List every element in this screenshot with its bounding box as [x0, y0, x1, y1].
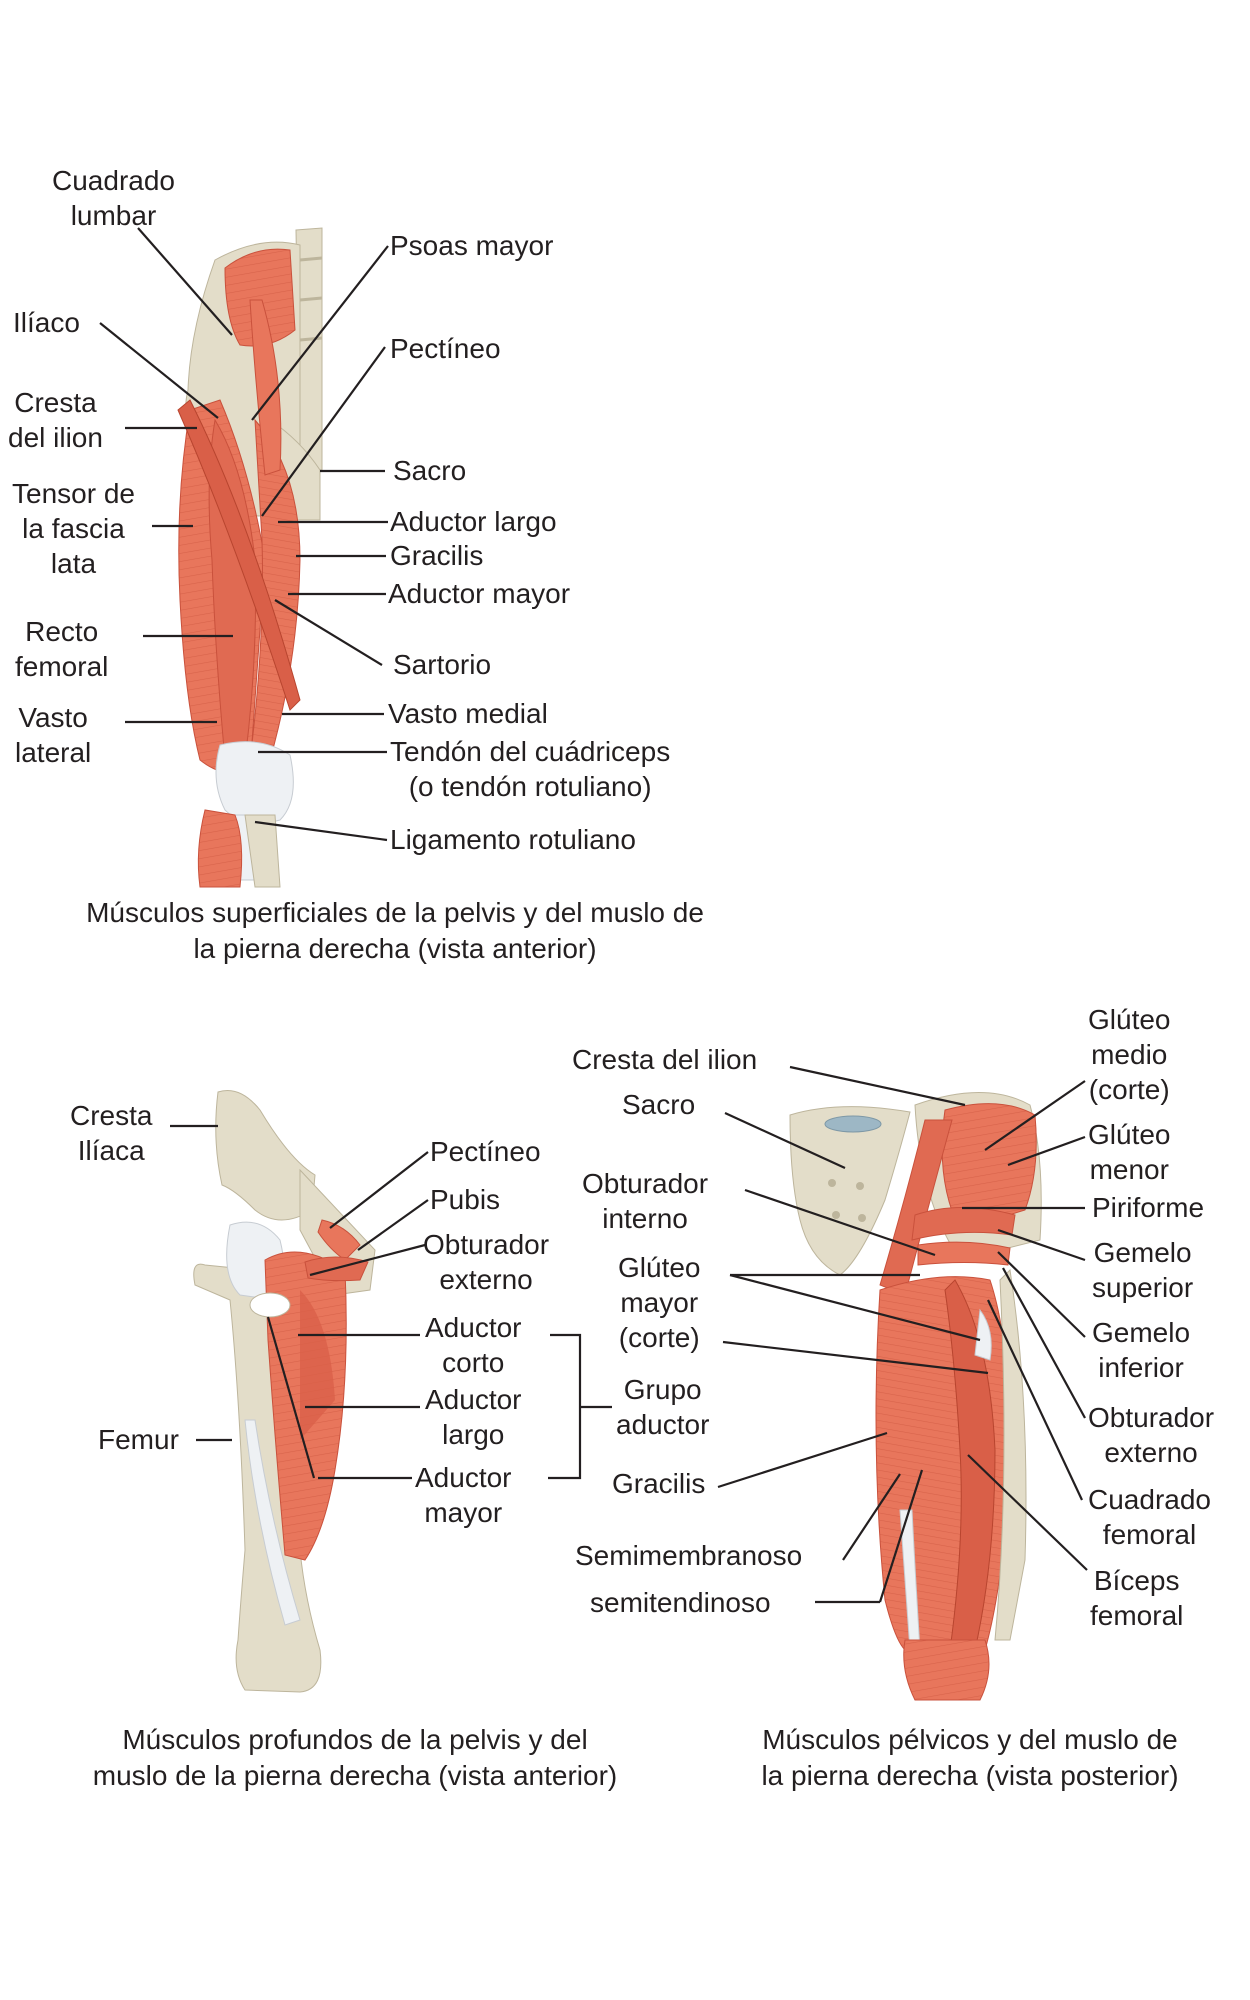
label-vasto-medial: Vasto medial — [388, 698, 548, 729]
posterior-leader-lines — [717, 1065, 1088, 1604]
label-pubis: Pubis — [430, 1184, 501, 1215]
posterior-leg-art — [789, 1092, 1042, 1701]
label-iliaco: Ilíaco — [13, 307, 80, 338]
label-psoas-mayor: Psoas mayor — [390, 230, 554, 261]
label-sartorio: Sartorio — [393, 649, 492, 680]
label-semitendinoso: semitendinoso — [590, 1587, 771, 1618]
label-piriforme: Piriforme — [1092, 1192, 1205, 1223]
label-semimembranoso: Semimembranoso — [575, 1540, 803, 1571]
label-gracilis-post: Gracilis — [612, 1468, 706, 1499]
caption-superficial: Músculos superficiales de la pelvis y de… — [86, 897, 704, 964]
label-ligamento-rotuliano: Ligamento rotuliano — [390, 824, 636, 855]
label-cresta-ilion-post: Cresta del ilion — [572, 1044, 758, 1075]
label-tendon-cuadriceps: Tendón del cuádriceps(o tendón rotuliano… — [390, 736, 671, 802]
label-pectineo-deep: Pectíneo — [430, 1136, 541, 1167]
label-aductor-mayor: Aductor mayor — [388, 578, 571, 609]
label-pectineo: Pectíneo — [390, 333, 501, 364]
label-aductor-largo: Aductor largo — [390, 506, 557, 537]
deep-leader-lines — [170, 1124, 612, 1480]
superficial-leader-lines — [99, 227, 389, 842]
deep-leg-art — [193, 1090, 376, 1693]
label-femur: Femur — [98, 1424, 179, 1455]
label-sacro: Sacro — [393, 455, 467, 486]
label-sacro-post: Sacro — [622, 1089, 696, 1120]
label-gracilis: Gracilis — [390, 540, 484, 571]
superficial-leg-art — [177, 227, 323, 888]
